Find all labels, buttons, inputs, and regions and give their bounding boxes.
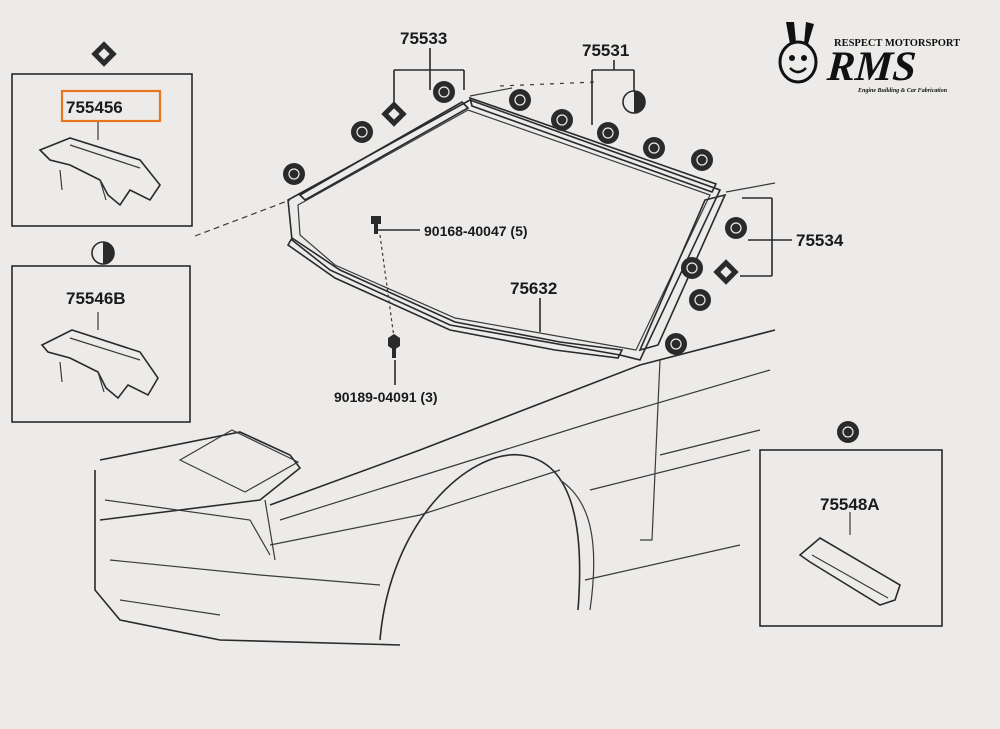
- bolt-icon: [388, 334, 400, 358]
- logo-sub-text: Engine Building & Car Fabrication: [857, 88, 948, 94]
- half-circle-marker-icon: [622, 90, 646, 114]
- clip-icon: [665, 333, 687, 355]
- inset-box-75546b: [11, 265, 191, 423]
- bolt-icon: [371, 216, 381, 234]
- clip-icon: [509, 89, 531, 111]
- rabbit-mascot-icon: [778, 22, 818, 84]
- callout-leaders: [378, 48, 792, 385]
- label-75546b: 75546B: [66, 289, 126, 308]
- clip-icon: [681, 257, 703, 279]
- clip-icon: [643, 137, 665, 159]
- label-75548a: 75548A: [820, 495, 880, 514]
- label-bolt-90189: 90189-04091 (3): [334, 389, 438, 405]
- clip-icon: [689, 289, 711, 311]
- half-circle-marker-icon: [91, 241, 115, 265]
- diamond-marker-icon: [91, 41, 117, 67]
- logo-main-text: RMS: [825, 44, 918, 90]
- clip-icon: [691, 149, 713, 171]
- clip-icon: [283, 163, 305, 185]
- label-755456: 755456: [66, 98, 123, 117]
- clip-icon: [551, 109, 573, 131]
- label-bolt-90168: 90168-40047 (5): [424, 223, 528, 239]
- clip-icon: [837, 421, 859, 443]
- car-body-outline: [94, 81, 776, 646]
- label-75632: 75632: [510, 279, 557, 298]
- clip-icon: [351, 121, 373, 143]
- clip-markers: [283, 81, 859, 443]
- inset-box-75548a: [759, 449, 943, 627]
- label-75533: 75533: [400, 29, 447, 48]
- highlight-box: [60, 89, 162, 123]
- inset-box-755456: [11, 73, 193, 227]
- clip-icon: [597, 122, 619, 144]
- label-75534: 75534: [796, 231, 844, 250]
- diamond-marker-icon: [713, 259, 739, 285]
- logo-top-text: RESPECT MOTORSPORT: [834, 38, 960, 49]
- clip-icon: [433, 81, 455, 103]
- label-75531: 75531: [582, 41, 629, 60]
- diamond-marker-icon: [381, 101, 407, 127]
- rms-logo: RESPECT MOTORSPORT RMS Engine Building &…: [778, 22, 960, 94]
- clip-icon: [725, 217, 747, 239]
